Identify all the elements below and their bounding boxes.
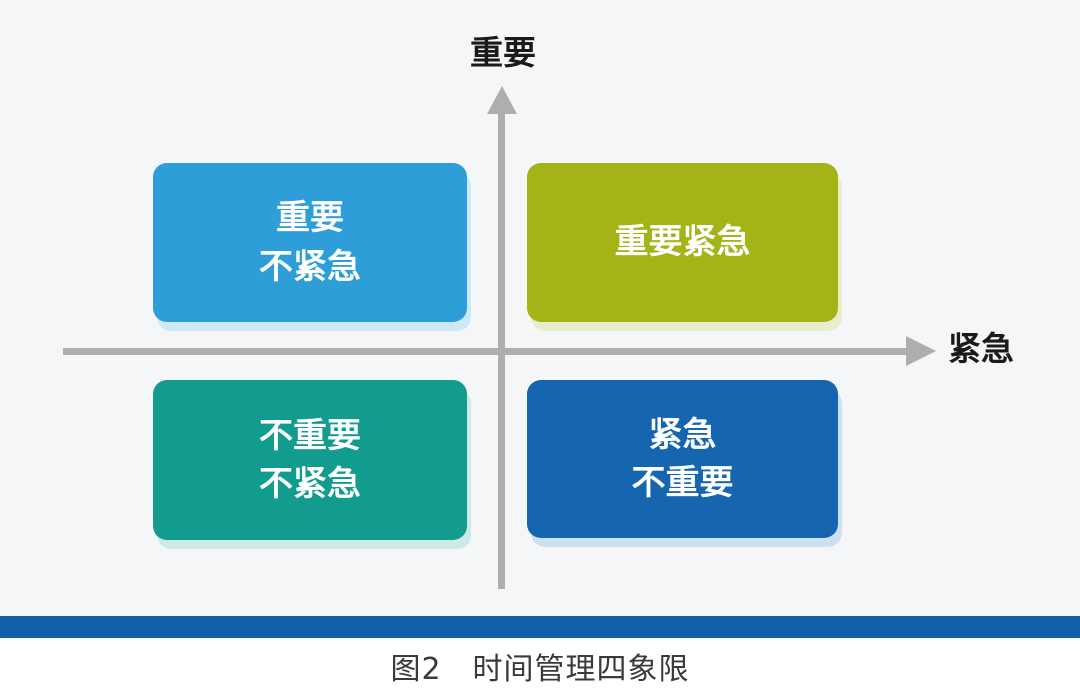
quadrant-label-line: 重要紧急 — [614, 222, 751, 263]
quadrant-label-line: 不紧急 — [259, 246, 361, 287]
y-axis-arrow-icon — [487, 86, 517, 114]
quadrant-urgent-not-important: 紧急 不重要 — [527, 380, 838, 538]
quadrant-label-line: 重要 — [276, 198, 344, 239]
footer-divider-bar — [0, 616, 1080, 638]
quadrant-important-urgent: 重要紧急 — [527, 163, 838, 322]
x-axis-arrow-icon — [906, 336, 936, 366]
quadrant-label-line: 不重要 — [259, 415, 361, 456]
quadrant-label-line: 不紧急 — [259, 464, 361, 504]
x-axis-line — [63, 348, 907, 355]
figure-caption: 图2 时间管理四象限 — [390, 652, 690, 687]
quadrant-label-line: 紧急 — [648, 414, 717, 455]
y-axis-label: 重要 — [470, 33, 536, 72]
x-axis-label: 紧急 — [948, 329, 1014, 368]
quadrant-label-line: 不重要 — [631, 463, 734, 503]
quadrant-important-not-urgent: 重要 不紧急 — [153, 163, 467, 322]
quadrant-not-important-not-urgent: 不重要 不紧急 — [153, 380, 467, 540]
